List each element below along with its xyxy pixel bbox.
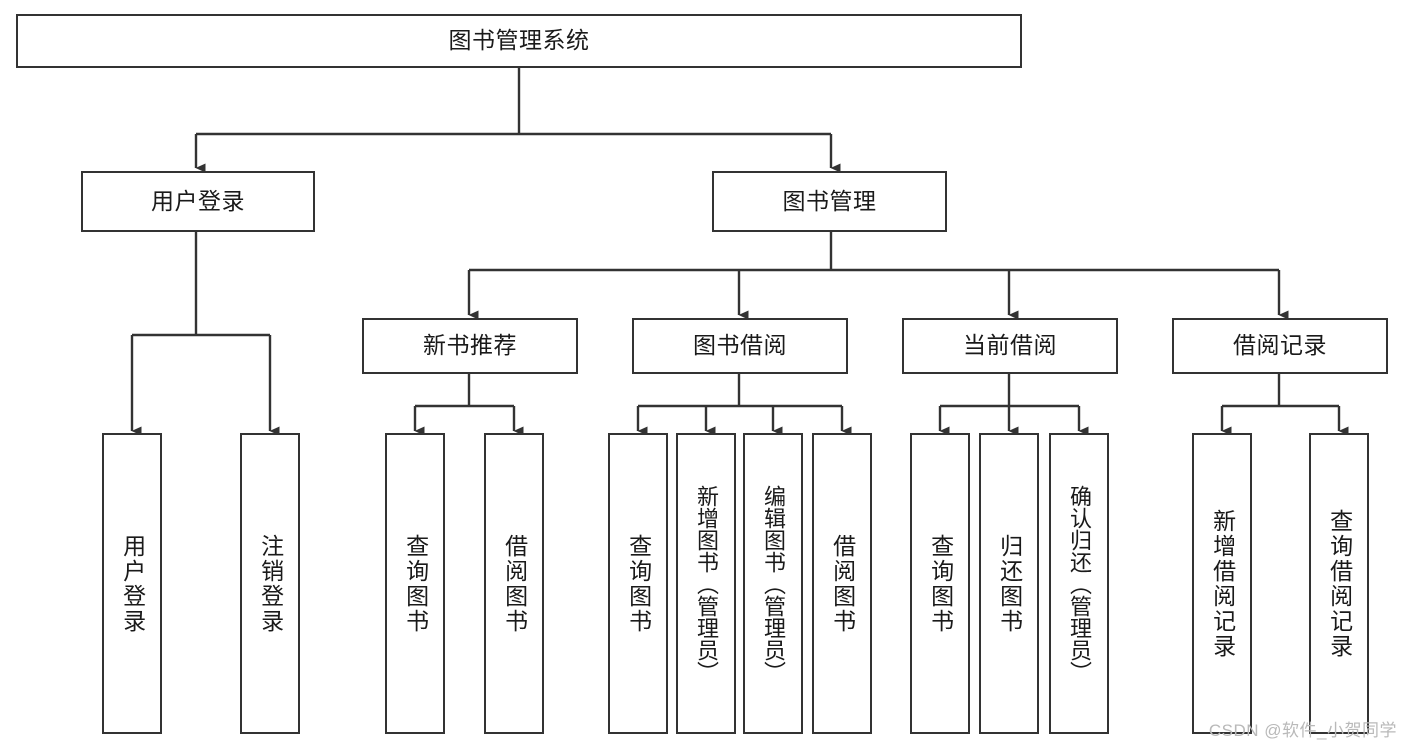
- node-label: 查询借阅记录: [1326, 508, 1353, 659]
- node-label: 图书管理: [782, 187, 877, 214]
- node-label: 用户登录: [151, 187, 245, 214]
- node-label: 新书推荐: [423, 332, 517, 359]
- node-leaf-add-borrow-record[interactable]: 新增借阅记录: [1192, 433, 1252, 734]
- node-current-borrow[interactable]: 当前借阅: [902, 318, 1118, 374]
- node-label: 注销登录: [257, 533, 284, 634]
- node-label: 借阅记录: [1233, 332, 1327, 359]
- node-leaf-confirm-return-admin[interactable]: 确认归还（管理员）: [1049, 433, 1109, 734]
- node-leaf-query-borrow-record[interactable]: 查询借阅记录: [1309, 433, 1369, 734]
- node-label: 借阅图书: [501, 533, 528, 634]
- node-leaf-logout[interactable]: 注销登录: [240, 433, 300, 734]
- node-label: 用户登录: [119, 533, 146, 634]
- node-leaf-user-login[interactable]: 用户登录: [102, 433, 162, 734]
- node-label: 编辑图书（管理员）: [760, 484, 786, 683]
- node-label: 新增借阅记录: [1209, 508, 1236, 659]
- node-user-login[interactable]: 用户登录: [81, 171, 315, 232]
- node-book-management[interactable]: 图书管理: [712, 171, 947, 232]
- node-book-borrow[interactable]: 图书借阅: [632, 318, 848, 374]
- node-label: 归还图书: [996, 533, 1023, 634]
- node-label: 图书管理系统: [448, 27, 590, 54]
- node-label: 新增图书（管理员）: [693, 484, 719, 683]
- csdn-watermark: CSDN @软件_小贺同学: [1208, 721, 1397, 740]
- node-root-book-management-system[interactable]: 图书管理系统: [16, 14, 1022, 68]
- node-label: 查询图书: [625, 533, 652, 634]
- node-label: 确认归还（管理员）: [1066, 484, 1092, 683]
- node-borrow-record[interactable]: 借阅记录: [1172, 318, 1388, 374]
- node-label: 查询图书: [402, 533, 429, 634]
- node-label: 借阅图书: [829, 533, 856, 634]
- node-label: 当前借阅: [963, 332, 1057, 359]
- node-leaf-query-book[interactable]: 查询图书: [608, 433, 668, 734]
- node-leaf-edit-book-admin[interactable]: 编辑图书（管理员）: [743, 433, 803, 734]
- node-label: 图书借阅: [693, 332, 787, 359]
- node-leaf-query-book-recommend[interactable]: 查询图书: [385, 433, 445, 734]
- node-label: 查询图书: [927, 533, 954, 634]
- node-leaf-borrow-book[interactable]: 借阅图书: [812, 433, 872, 734]
- node-new-book-recommend[interactable]: 新书推荐: [362, 318, 578, 374]
- node-leaf-add-book-admin[interactable]: 新增图书（管理员）: [676, 433, 736, 734]
- node-leaf-return-book[interactable]: 归还图书: [979, 433, 1039, 734]
- node-leaf-borrow-book-recommend[interactable]: 借阅图书: [484, 433, 544, 734]
- node-leaf-query-book-current[interactable]: 查询图书: [910, 433, 970, 734]
